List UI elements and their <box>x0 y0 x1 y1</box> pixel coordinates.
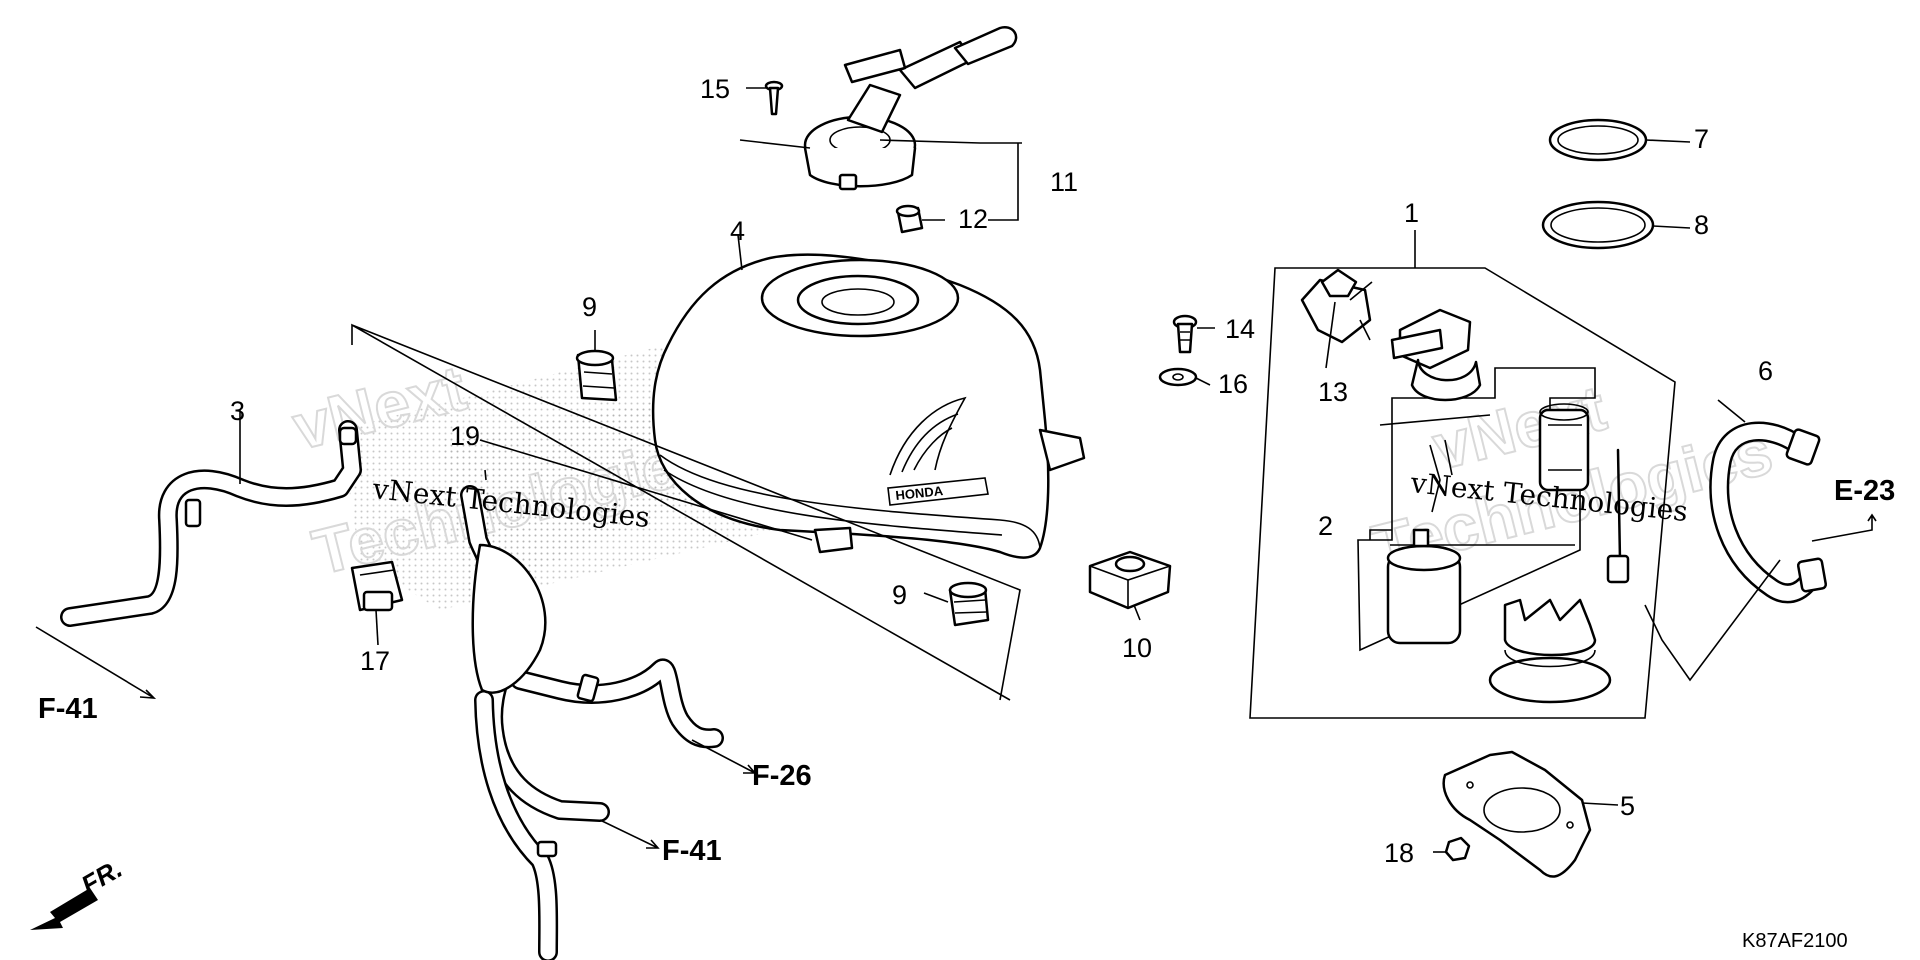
breather-hose <box>60 420 724 960</box>
callout-14: 14 <box>1225 314 1255 344</box>
callout-numbers: 1 2 3 4 5 6 7 8 9 9 10 11 12 13 14 15 16… <box>230 74 1773 868</box>
callout-10: 10 <box>1122 633 1152 663</box>
nut <box>1444 836 1471 862</box>
callout-1: 1 <box>1404 198 1419 228</box>
fuel-tank: HONDA <box>651 253 1086 559</box>
callout-18: 18 <box>1384 838 1414 868</box>
packing-large <box>1541 200 1655 250</box>
callout-2: 2 <box>1318 511 1333 541</box>
washer <box>1158 367 1198 387</box>
cushion-upper <box>575 349 618 402</box>
ref-label-f41-left: F-41 <box>38 693 98 725</box>
packing-small <box>1548 118 1648 162</box>
callout-16: 16 <box>1218 369 1248 399</box>
tank-emblem-text: HONDA <box>895 483 945 503</box>
callout-9-lower: 9 <box>892 580 907 610</box>
callout-5: 5 <box>1620 791 1635 821</box>
callout-13: 13 <box>1318 377 1348 407</box>
diagram-code: K87AF2100 <box>1742 930 1848 952</box>
callout-3: 3 <box>230 396 245 426</box>
cap-screw <box>764 80 784 116</box>
reference-arrows <box>35 513 1877 849</box>
fuel-pump-assembly <box>1249 267 1676 719</box>
protector-plate <box>1442 750 1592 878</box>
callout-15: 15 <box>700 74 730 104</box>
leader-lines <box>239 87 1781 853</box>
callout-17: 17 <box>360 646 390 676</box>
fuel-feed-hose <box>1709 421 1828 604</box>
ref-label-e23: E-23 <box>1834 475 1895 507</box>
cushion-lower <box>948 581 990 627</box>
callout-11: 11 <box>1050 167 1078 197</box>
callout-12: 12 <box>958 204 988 234</box>
callout-7: 7 <box>1694 124 1709 154</box>
callout-4: 4 <box>730 216 745 246</box>
callout-19: 19 <box>450 421 480 451</box>
hose-clip <box>350 560 404 612</box>
harness-clip <box>1320 268 1358 298</box>
callout-6: 6 <box>1758 356 1773 386</box>
ref-label-f26: F-26 <box>752 760 812 792</box>
ref-label-f41-bottom: F-41 <box>662 835 722 867</box>
front-arrow: FR. <box>30 853 127 930</box>
reference-labels: F-41 F-26 F-41 E-23 <box>38 475 1895 867</box>
tank-bracket <box>1088 550 1172 610</box>
grommet <box>895 204 924 234</box>
callout-8: 8 <box>1694 210 1709 240</box>
callout-9-upper: 9 <box>582 292 597 322</box>
fuel-cap-set <box>803 25 1018 191</box>
tank-assembly-outline <box>351 323 1021 701</box>
bolt <box>1172 314 1198 354</box>
